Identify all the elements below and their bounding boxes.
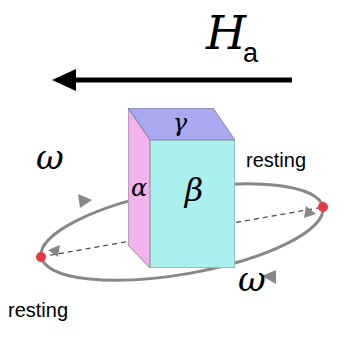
angular-velocity: ω [36, 140, 64, 174]
face-label: β [185, 171, 204, 209]
orbit-arrowhead [48, 245, 60, 257]
resting-dot [36, 252, 46, 262]
front-face: β [150, 140, 235, 268]
resting-dot [318, 202, 328, 212]
face-label: γ [173, 109, 187, 137]
face-polygon [150, 140, 235, 268]
orbit-arrowhead [304, 206, 316, 218]
field-symbol: H [206, 10, 246, 56]
left-face: α [128, 108, 150, 268]
face-polygon [128, 108, 150, 268]
orbit-arrowhead [78, 194, 92, 208]
resting-label: resting [8, 300, 68, 320]
field-subscript: a [243, 40, 258, 67]
field-arrowhead [52, 69, 76, 91]
face-label: α [131, 174, 147, 202]
field-arrow-shaft [70, 78, 292, 83]
resting-label: resting [246, 150, 306, 170]
angular-velocity: ω [238, 262, 266, 296]
